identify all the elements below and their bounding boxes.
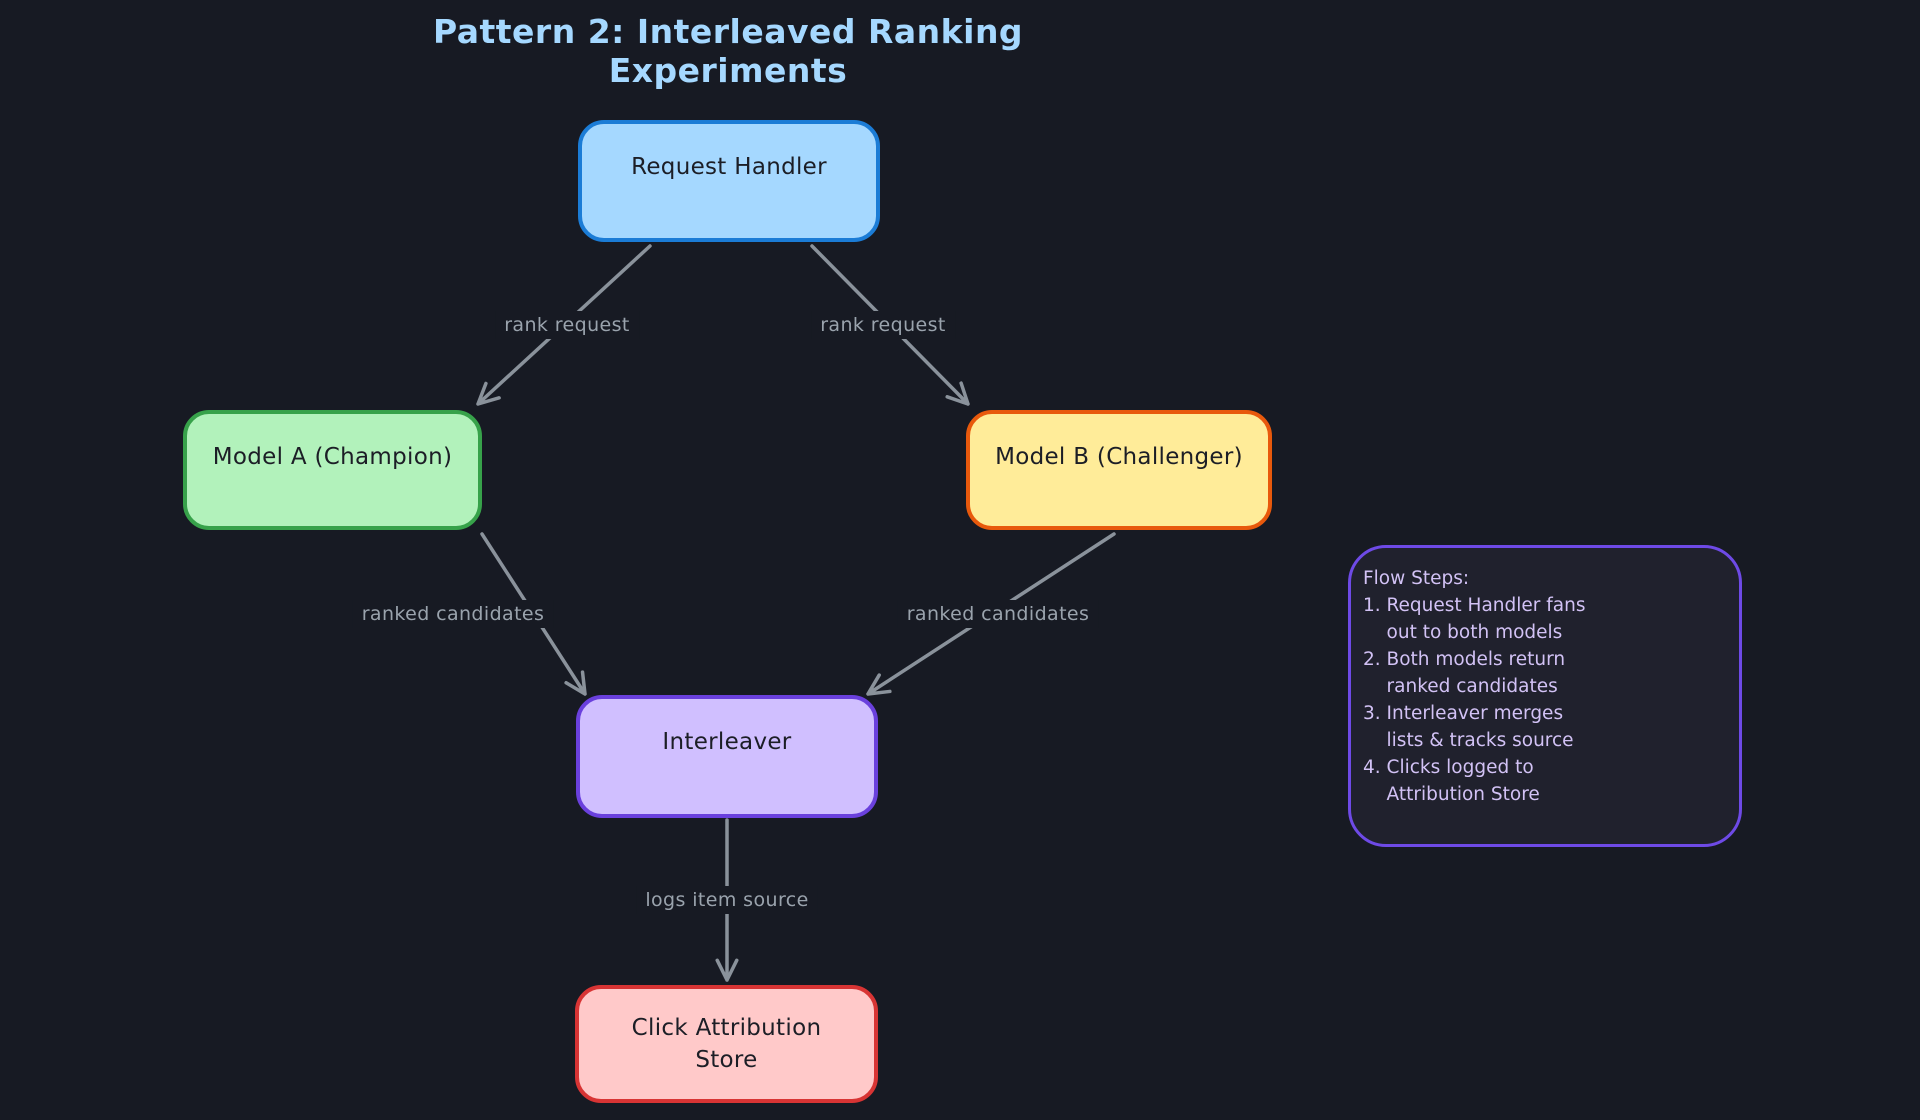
edge-label-rank-request-left: rank request <box>495 311 639 339</box>
flow-steps-line: 3. Interleaver merges <box>1363 703 1564 724</box>
flow-steps-line: lists & tracks source <box>1363 730 1574 751</box>
flow-steps-note[interactable]: Flow Steps: 1. Request Handler fans out … <box>1348 545 1742 847</box>
diagram-title: Pattern 2: Interleaved Ranking Experimen… <box>432 12 1024 90</box>
node-interleaver[interactable]: Interleaver <box>576 695 878 818</box>
flow-steps-line: Attribution Store <box>1363 784 1540 805</box>
node-click-attribution-store[interactable]: Click Attribution Store <box>575 985 878 1103</box>
edge-label-rank-request-right: rank request <box>811 311 955 339</box>
flow-steps-line: ranked candidates <box>1363 676 1558 697</box>
flow-steps-line: 2. Both models return <box>1363 649 1566 670</box>
node-model-a-champion[interactable]: Model A (Champion) <box>183 410 482 530</box>
flow-steps-line: 1. Request Handler fans <box>1363 595 1586 616</box>
flow-steps-title: Flow Steps: <box>1363 568 1470 589</box>
edge-label-logs-item-source: logs item source <box>636 886 818 914</box>
node-model-b-challenger[interactable]: Model B (Challenger) <box>966 410 1272 530</box>
node-interleaver-label: Interleaver <box>662 729 792 755</box>
node-model-b-label: Model B (Challenger) <box>995 444 1243 470</box>
edge-label-ranked-candidates-right: ranked candidates <box>897 600 1099 628</box>
node-request-handler[interactable]: Request Handler <box>578 120 880 242</box>
node-request-handler-label: Request Handler <box>631 154 827 180</box>
edge-label-ranked-candidates-left: ranked candidates <box>352 600 554 628</box>
node-model-a-label: Model A (Champion) <box>212 444 453 470</box>
flow-steps-line: 4. Clicks logged to <box>1363 757 1534 778</box>
flow-steps-line: out to both models <box>1363 622 1563 643</box>
node-click-attribution-store-label: Click Attribution Store <box>631 1015 822 1073</box>
